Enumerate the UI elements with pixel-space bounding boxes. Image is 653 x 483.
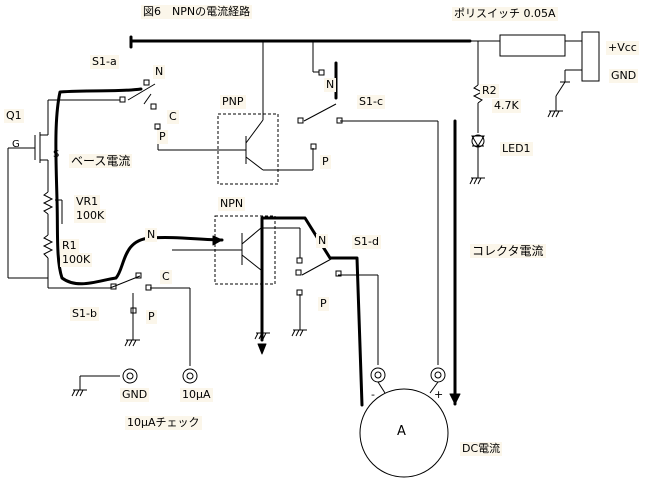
collector-current-path [260, 216, 364, 407]
polyswitch-label: ポリスイッチ 0.05A [452, 7, 558, 21]
terminal-10ua [182, 368, 198, 384]
s1a-n-label: N [153, 65, 166, 79]
ground-symbol-check [71, 376, 87, 397]
power-connector [581, 31, 600, 82]
r1-label: R1 [60, 239, 79, 253]
vr1-resistor [42, 191, 54, 215]
pnp-label: PNP [220, 95, 246, 109]
terminal-gnd [122, 368, 138, 384]
ammeter [359, 388, 449, 478]
r2-resistor [472, 84, 484, 104]
minus-label: - [371, 388, 375, 401]
base-current-label: ベース電流 [69, 154, 133, 168]
s1c-n-label: N [324, 78, 337, 92]
vcc-label: +Vcc [606, 41, 639, 55]
s1b-n-label: N [145, 228, 158, 242]
r1-value: 100K [60, 253, 93, 267]
ammeter-label: A [397, 424, 406, 439]
r2-label: R2 [480, 84, 499, 98]
s1b-c-label: C [160, 270, 172, 284]
figure-title: 図6 NPNの電流経路 [141, 5, 253, 19]
ground-symbol-led [469, 177, 485, 185]
s1a-c-label: C [167, 110, 179, 124]
s1d-n-label: N [316, 234, 329, 248]
ground-symbol-supply [547, 110, 563, 118]
vr1-label: VR1 [74, 195, 101, 209]
led1-label: LED1 [500, 142, 533, 156]
ground-symbol-s1d [291, 329, 307, 337]
s1c-label: S1-c [357, 95, 385, 109]
s1d-label: S1-d [352, 235, 381, 249]
led1-icon [471, 134, 485, 148]
q1-label: Q1 [4, 109, 24, 123]
s1b-p-label: P [146, 310, 157, 324]
s1a-lever [127, 83, 156, 101]
terminal-plus [430, 367, 446, 383]
polyswitch-fuse [499, 34, 566, 57]
s1a-label: S1-a [90, 55, 119, 69]
ground-symbol-s1b [124, 339, 140, 347]
s1c-p-label: P [320, 155, 331, 169]
g-label: G [12, 139, 20, 150]
s-label: S [53, 149, 60, 160]
switch-contacts [110, 69, 343, 314]
gnd-terminal-label: GND [120, 388, 150, 402]
r2-value: 4.7K [492, 99, 521, 113]
s1b-lever [109, 275, 141, 289]
check-label: 10μAチェック [125, 416, 202, 430]
collector-current-label: コレクタ電流 [470, 244, 546, 258]
pnp-socket [217, 113, 279, 185]
terminal-minus [370, 367, 386, 383]
s1a-p-label: P [157, 130, 168, 144]
r1-resistor [42, 234, 54, 259]
dc-current-label: DC電流 [460, 442, 503, 456]
s1b-label: S1-b [70, 307, 99, 321]
s1c-lever [303, 103, 337, 122]
10ua-terminal-label: 10μA [180, 388, 213, 402]
s1d-p-label: P [318, 297, 329, 311]
gnd-supply-label: GND [609, 69, 639, 83]
s1d-lever [301, 257, 334, 276]
plus-label: + [434, 388, 444, 401]
npn-label: NPN [218, 197, 246, 211]
vr1-value: 100K [74, 209, 107, 223]
